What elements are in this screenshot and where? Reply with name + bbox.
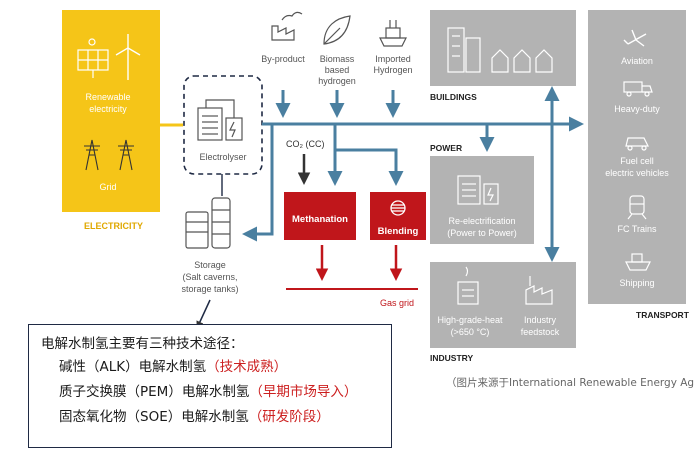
- electricity-section-label: ELECTRICITY: [84, 221, 143, 231]
- power-label-1: Re-electrification: [448, 216, 515, 226]
- methanation-box: [284, 192, 356, 240]
- blending-label: Blending: [378, 226, 419, 237]
- note-item-status: （研发阶段）: [248, 409, 330, 425]
- note-item-status: （技术成熟）: [206, 359, 288, 375]
- furnace-icon: [457, 266, 479, 305]
- industry-heat-label-1: High-grade-heat: [437, 315, 503, 325]
- pointer-to-note: [196, 299, 211, 329]
- storage-label-2: (Salt caverns,: [182, 272, 237, 282]
- houses-icon: [491, 49, 553, 73]
- storage-tank-icon: [185, 197, 231, 249]
- image-source-note: （图片来源于International Renewable Energy Ag: [446, 377, 695, 389]
- aviation-label: Aviation: [621, 56, 653, 66]
- industry-feedstock-icon: [525, 276, 553, 305]
- imported-label-1: Imported: [375, 54, 411, 64]
- blending-box: [370, 192, 426, 240]
- note-item-alk: 碱性（ALK）电解水制氢（技术成熟）: [41, 355, 381, 380]
- leaf-icon: [323, 15, 351, 45]
- renewable-label-1: Renewable: [85, 92, 130, 102]
- ship-transport-icon: [625, 253, 651, 271]
- wind-turbine-icon: [115, 34, 141, 80]
- biomass-label-1: Biomass: [320, 54, 355, 64]
- electrolyser-icon: [197, 99, 243, 141]
- ship-icon: [379, 20, 407, 47]
- power-label-2: (Power to Power): [447, 228, 517, 238]
- note-item-text: 碱性（ALK）电解水制氢: [59, 359, 207, 375]
- electrolyser-label: Electrolyser: [199, 152, 246, 162]
- factory-icon: [271, 11, 303, 41]
- car-icon: [625, 137, 649, 151]
- grid-label: Grid: [99, 182, 116, 192]
- arrow-to-methanation-blending: [333, 124, 404, 186]
- airplane-icon: [623, 29, 647, 47]
- buildings-panel: [430, 10, 576, 86]
- storage-label-3: storage tanks): [181, 284, 238, 294]
- note-item-soe: 固态氧化物（SOE）电解水制氢（研发阶段）: [41, 405, 381, 430]
- imported-label-2: Hydrogen: [373, 65, 412, 75]
- note-title: 电解水制氢主要有三种技术途径：: [41, 336, 244, 352]
- buildings-icon: [447, 27, 481, 73]
- train-icon: [627, 195, 647, 220]
- arrow-to-storage: [242, 124, 274, 242]
- industry-feed-label-2: feedstock: [521, 327, 560, 337]
- note-item-pem: 质子交换膜（PEM）电解水制氢（早期市场导入）: [41, 380, 381, 405]
- fuel-cell-label-1: Fuel cell: [620, 156, 654, 166]
- co2-label: CO₂ (CC): [286, 139, 325, 149]
- methanation-label: Methanation: [292, 214, 348, 225]
- byproduct-label: By-product: [261, 54, 305, 64]
- electricity-panel: [62, 10, 160, 212]
- biomass-label-2: based: [325, 65, 350, 75]
- blending-icon: [390, 200, 406, 216]
- electrolysis-routes-note: 电解水制氢主要有三种技术途径： 碱性（ALK）电解水制氢（技术成熟） 质子交换膜…: [28, 324, 392, 448]
- power-icon: [457, 175, 499, 205]
- storage-label-1: Storage: [194, 260, 226, 270]
- renewable-label-2: electricity: [89, 104, 127, 114]
- transport-section-label: TRANSPORT: [636, 310, 690, 320]
- note-item-text: 固态氧化物（SOE）电解水制氢: [59, 409, 249, 425]
- truck-icon: [623, 81, 653, 97]
- industry-panel: [430, 262, 576, 348]
- industry-feed-label-1: Industry: [524, 315, 557, 325]
- note-item-text: 质子交换膜（PEM）电解水制氢: [59, 384, 250, 400]
- note-item-status: （早期市场导入）: [249, 384, 358, 400]
- buildings-label: BUILDINGS: [430, 92, 477, 102]
- shipping-label: Shipping: [619, 278, 654, 288]
- gas-grid-label: Gas grid: [380, 298, 414, 308]
- power-section-label: POWER: [430, 143, 462, 153]
- heavy-duty-label: Heavy-duty: [614, 104, 660, 114]
- pylon-icon: [84, 139, 134, 171]
- solar-panel-icon: [77, 38, 109, 78]
- transport-panel: [588, 10, 686, 304]
- power-panel: [430, 156, 534, 244]
- industry-heat-label-2: (>650 °C): [451, 327, 490, 337]
- industry-section-label: INDUSTRY: [430, 353, 473, 363]
- fuel-cell-label-2: electric vehicles: [605, 168, 669, 178]
- biomass-label-3: hydrogen: [318, 76, 356, 86]
- fc-trains-label: FC Trains: [617, 224, 657, 234]
